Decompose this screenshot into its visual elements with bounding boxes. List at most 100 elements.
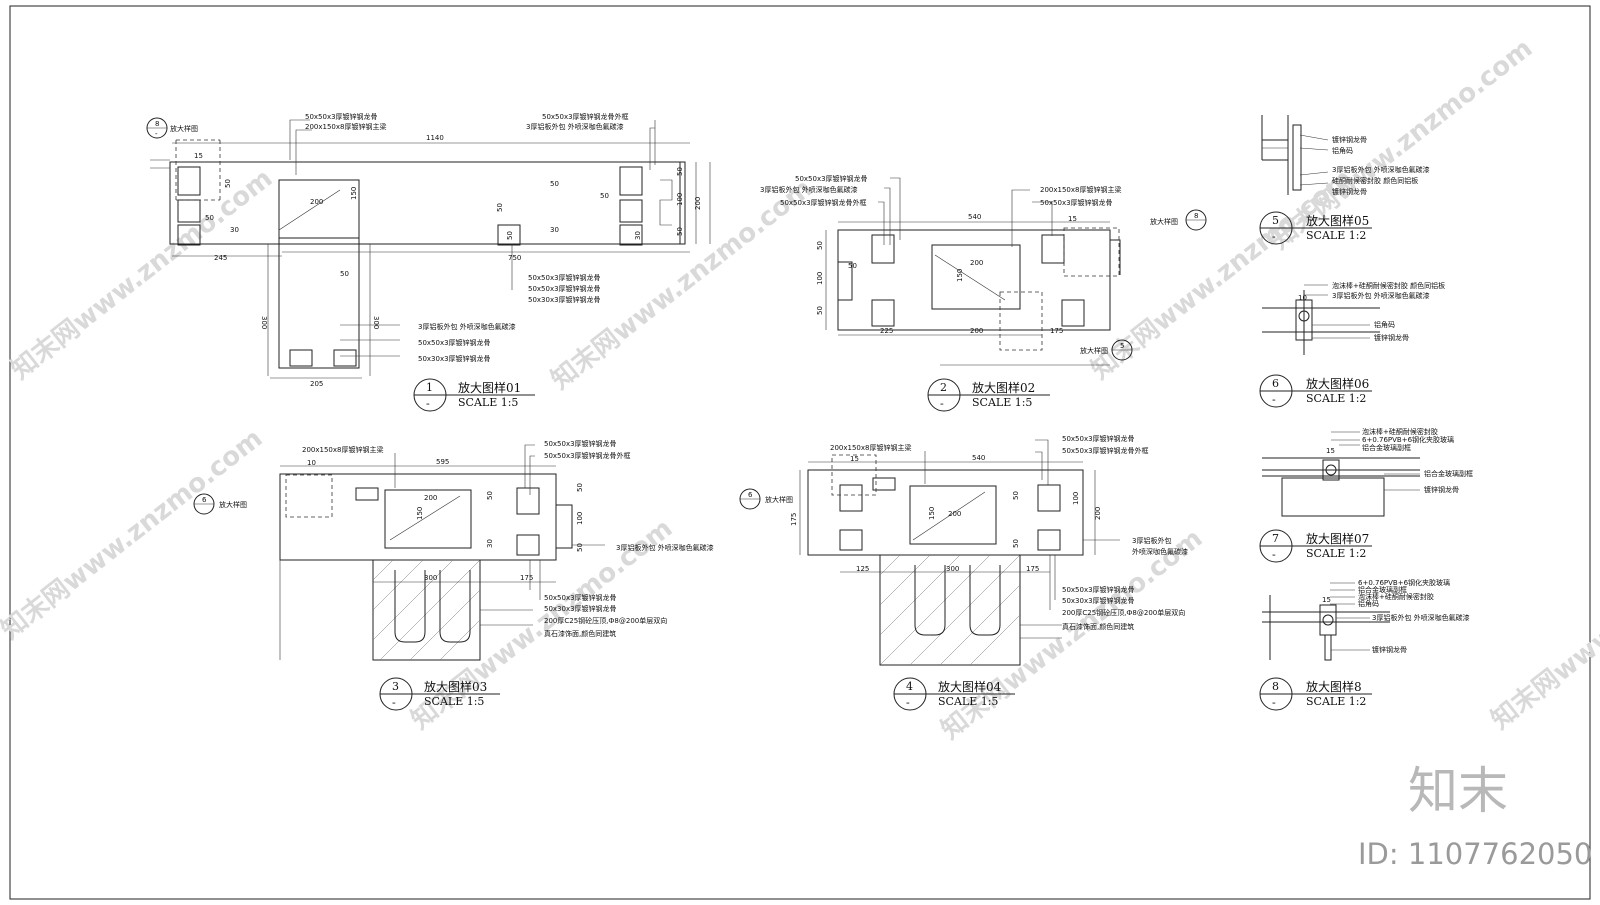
drawing-stroke (1299, 171, 1329, 176)
drawing-label: 50 (576, 483, 584, 492)
detail-08: 15 6+0.76PVB+6钢化夹胶玻璃 铝合金玻璃副框 泡沫棒+硅酮耐候密封胶… (1262, 578, 1470, 661)
drawing-label: 6+0.76PVB+6钢化夹胶玻璃 (1362, 435, 1454, 444)
drawing-label: SCALE 1:5 (972, 396, 1032, 409)
drawing-stroke (1035, 439, 1049, 485)
drawing-label: 300 (946, 565, 959, 573)
drawing-label: 50x50x3厚镀锌钢龙骨 (1062, 434, 1135, 443)
drawing-stroke (1037, 529, 1061, 551)
drawing-label: 300 (260, 316, 268, 329)
detail-04: 15 540 175 200 150 50 100 50 200 125 300… (739, 434, 1188, 666)
drawing-stroke (871, 234, 895, 264)
drawing-stroke (831, 454, 877, 496)
drawing-stroke (355, 487, 379, 501)
drawing-label: 铝合金玻璃副框 (1424, 469, 1473, 478)
drawing-label: 3厚铝板外包 外喷深咖色氟碳漆 (1332, 291, 1430, 300)
drawing-label: 6+0.76PVB+6钢化夹胶玻璃 (1358, 578, 1450, 587)
title-block-7: 7 - 放大图样07 SCALE 1:2 (1259, 529, 1372, 563)
drawing-label: 10 (307, 459, 316, 467)
drawing-stroke (1325, 464, 1337, 476)
drawing-stroke (556, 504, 573, 549)
drawing-label: - (940, 397, 944, 410)
drawing-label: 15 (850, 455, 859, 463)
drawing-label: 6 (202, 496, 207, 504)
drawing-label: 放大样图 (170, 124, 198, 133)
drawing-label: 50x50x3厚镀锌钢龙骨外框 (544, 451, 631, 460)
drawing-label: 150 (956, 269, 964, 282)
drawing-stroke (909, 485, 997, 545)
drawing-label: 泡沫棒+硅酮耐候密封胶 (1362, 427, 1438, 436)
drawing-label: 50 (676, 167, 684, 176)
drawing-label: 50 (816, 241, 824, 250)
drawing-label: 30 (230, 226, 239, 234)
drawing-stroke (969, 565, 1001, 636)
drawing-stroke (619, 224, 643, 246)
drawing-stroke (649, 127, 655, 170)
drawing-stroke (295, 129, 312, 175)
drawing-stroke (839, 484, 863, 512)
drawing-label: 50x50x3厚镀锌钢龙骨 (528, 284, 601, 293)
drawing-label: 50 (576, 543, 584, 552)
drawing-label: 3厚铝板外包 外喷深咖色氟碳漆 (418, 322, 516, 331)
drawing-label: 50x50x3厚镀锌钢龙骨 (544, 593, 617, 602)
drawing-stroke (1061, 299, 1085, 327)
title-block-2: 2 - 放大图样02 SCALE 1:5 (927, 378, 1050, 412)
drawing-label: 200 (310, 198, 323, 206)
drawing-label: 放大图样05 (1306, 213, 1369, 228)
drawing-label: 放大样图 (1150, 217, 1178, 226)
drawing-label: 7 (1272, 532, 1279, 545)
drawing-label: 200厚C25钢砼压顶,Ф8@200单层双向 (1062, 608, 1185, 617)
drawing-stroke (394, 570, 426, 643)
drawing-label: 595 (436, 458, 449, 466)
drawing-label: 150 (350, 187, 358, 200)
watermark-text: 知末网www.znzmo.com (1486, 513, 1600, 735)
drawing-stroke (278, 189, 341, 231)
drawing-stroke (837, 229, 1111, 331)
drawing-label: 125 (856, 565, 869, 573)
drawing-stroke (884, 187, 891, 245)
column-body (278, 237, 360, 369)
drawing-label: 50x50x3厚镀锌钢龙骨 (1040, 198, 1113, 207)
drawing-label: 泡沫棒+硅酮耐候密封胶 颜色同铝板 (1332, 281, 1445, 290)
drawing-label: 铝合金玻璃副框 (1358, 585, 1407, 594)
drawing-label: SCALE 1:2 (1306, 392, 1366, 405)
drawing-label: 50x30x3厚镀锌钢龙骨 (528, 295, 601, 304)
drawing-label: 放大样图 (765, 495, 793, 504)
drawing-label: 750 (508, 254, 521, 262)
detail-01: 15 1140 50 50 50 50 30 200 150 50 50 30 … (146, 112, 711, 388)
drawing-label: SCALE 1:2 (1306, 229, 1366, 242)
drawing-stroke (879, 554, 901, 576)
drawing-label: SCALE 1:2 (1306, 547, 1366, 560)
drawing-label: 200厚C25钢砼压顶,Ф8@200单层双向 (544, 616, 667, 625)
drawing-label: 4 (906, 680, 913, 693)
drawing-stroke (1281, 477, 1385, 517)
drawing-stroke (1032, 201, 1053, 236)
drawing-label: 100 (576, 512, 584, 525)
drawing-label: 放大图样04 (938, 679, 1002, 694)
drawing-label: 200 (970, 259, 983, 267)
drawing-label: SCALE 1:5 (938, 695, 998, 708)
drawing-label: 8 (1272, 680, 1279, 693)
drawing-label: 6 (1272, 377, 1279, 390)
drawing-label: 3厚铝板外包 外喷深咖色氟碳漆 (1372, 613, 1470, 622)
drawing-label: 硅酮耐候密封胶 颜色同铝板 (1332, 176, 1418, 185)
title-block-6: 6 - 放大图样06 SCALE 1:2 (1259, 374, 1372, 408)
drawing-label: 540 (968, 213, 981, 221)
drawing-label: 50x50x3厚镀锌钢龙骨 (544, 439, 617, 448)
drawing-label: - (426, 397, 430, 410)
title-block-8: 8 - 放大图样8 SCALE 1:2 (1259, 677, 1372, 711)
drawing-label: 50 (205, 214, 214, 222)
drawing-label: 50x50x3厚镀锌钢龙骨 (418, 338, 491, 347)
drawing-label: 245 (214, 254, 227, 262)
drawing-stroke (177, 224, 201, 246)
drawing-label: 50 (486, 491, 494, 500)
drawing-label: - (1272, 548, 1276, 561)
drawing-stroke (1063, 227, 1120, 277)
drawing-stroke (912, 491, 986, 541)
drawing-label: 50x30x3厚镀锌钢龙骨 (1062, 596, 1135, 605)
drawing-label: 50x50x3厚镀锌钢龙骨 (528, 273, 601, 282)
drawing-label: 50 (848, 262, 857, 270)
drawing-stroke (909, 554, 1021, 666)
drawing-stroke (1299, 182, 1329, 186)
drawing-label: 540 (972, 454, 985, 462)
